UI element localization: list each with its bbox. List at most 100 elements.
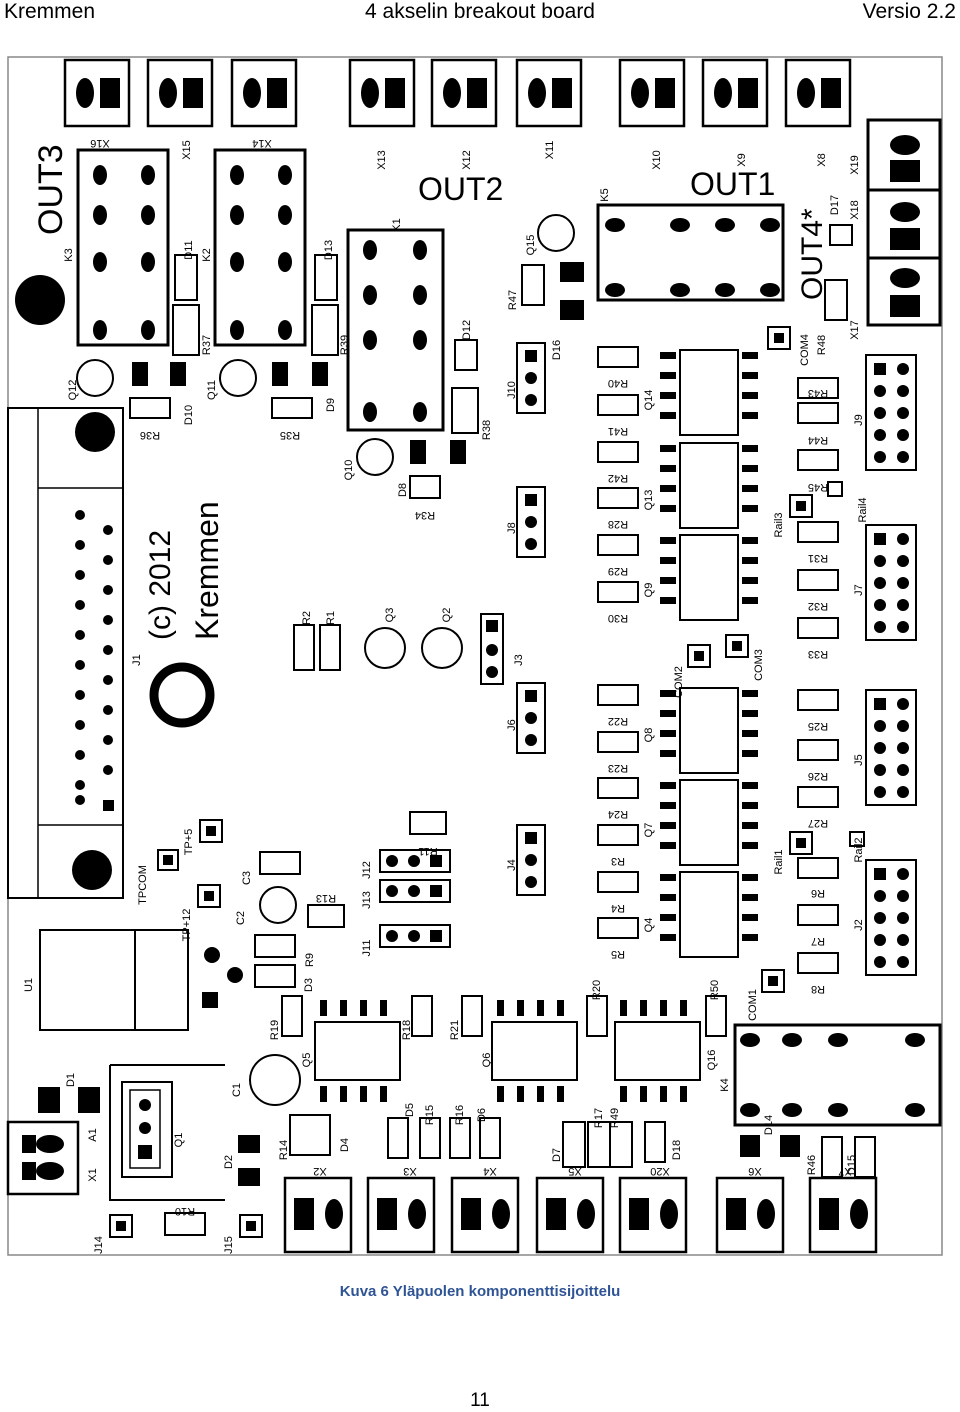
designator-tpcom: TPCOM bbox=[137, 865, 149, 905]
small-headers bbox=[379, 849, 451, 948]
designator-q9: Q9 bbox=[643, 583, 655, 598]
designator-a1: A1 bbox=[87, 1128, 99, 1141]
designator-tp-5: TP+5 bbox=[183, 829, 195, 856]
designator-r44: R44 bbox=[808, 434, 828, 446]
designator-r30: R30 bbox=[608, 612, 628, 624]
designator-d5: D5 bbox=[404, 1103, 416, 1117]
designator-r11: R11 bbox=[418, 845, 437, 857]
designator-r10: R10 bbox=[175, 1205, 195, 1217]
jumper-pins bbox=[486, 350, 537, 888]
designator-x16: X16 bbox=[90, 137, 110, 149]
designator-q12: Q12 bbox=[67, 380, 79, 401]
designator-j6: J6 bbox=[506, 719, 518, 731]
designator-r18: R18 bbox=[401, 1020, 413, 1040]
jumpers bbox=[480, 342, 546, 896]
designator-r38: R38 bbox=[481, 420, 493, 440]
designator-r50: R50 bbox=[709, 980, 721, 1000]
designator-d2: D2 bbox=[223, 1155, 235, 1169]
bottom-connector-pads bbox=[294, 1198, 868, 1230]
figure-caption: Kuva 6 Yläpuolen komponenttisijoittelu bbox=[339, 1283, 621, 1300]
designator-j11: J11 bbox=[361, 940, 373, 957]
designator-x2: X2 bbox=[313, 1165, 326, 1177]
designator-d14: D14 bbox=[763, 1115, 775, 1135]
designator-r6: R6 bbox=[811, 887, 825, 899]
designator-q1: Q1 bbox=[173, 1133, 185, 1148]
designator-j10: J10 bbox=[506, 381, 518, 399]
designator-d18: D18 bbox=[671, 1140, 683, 1160]
designator-r47: R47 bbox=[507, 290, 519, 310]
designator-r13: R13 bbox=[316, 892, 336, 904]
designator-x19: X19 bbox=[849, 155, 861, 175]
designator-r48: R48 bbox=[816, 335, 828, 355]
designator-d16: D16 bbox=[551, 340, 563, 360]
page-number: 11 bbox=[470, 1390, 490, 1411]
designator-d13: D13 bbox=[323, 240, 335, 260]
designator-j12: J12 bbox=[361, 861, 373, 879]
designator-r2: R2 bbox=[301, 611, 313, 625]
designator-r33: R33 bbox=[808, 648, 828, 660]
designator-x12: X12 bbox=[461, 150, 473, 170]
designator-j4: J4 bbox=[506, 859, 518, 871]
designator-r17: R17 bbox=[593, 1108, 605, 1128]
header-left-author: Kremmen bbox=[4, 0, 96, 23]
designator-k2: K2 bbox=[201, 248, 213, 261]
designator-r26: R26 bbox=[808, 770, 828, 782]
designator-j5: J5 bbox=[853, 754, 865, 766]
designator-r19: R19 bbox=[269, 1020, 281, 1040]
designator-x10: X10 bbox=[651, 150, 663, 170]
designator-r16: R16 bbox=[454, 1105, 466, 1125]
designator-d7: D7 bbox=[551, 1148, 563, 1162]
relays bbox=[76, 148, 942, 1127]
designator-r36: R36 bbox=[140, 429, 160, 441]
designator-r5: R5 bbox=[611, 948, 625, 960]
designator-j2: J2 bbox=[853, 919, 865, 931]
designator-q4: Q4 bbox=[643, 918, 655, 933]
designator-r37: R37 bbox=[201, 335, 213, 355]
designator-x15: X15 bbox=[181, 140, 193, 160]
designator-r34: R34 bbox=[415, 509, 435, 521]
designator-r3: R3 bbox=[611, 855, 625, 867]
right-header-pins bbox=[874, 363, 909, 968]
header-version: Versio 2.2 bbox=[862, 0, 956, 23]
silk-out1: OUT1 bbox=[690, 166, 775, 202]
designator-x1: X1 bbox=[87, 1168, 99, 1181]
silk-author: Kremmen bbox=[189, 501, 225, 640]
silk-out4: OUT4* bbox=[796, 208, 829, 300]
designator-q2: Q2 bbox=[441, 608, 453, 623]
designator-r22: R22 bbox=[608, 715, 628, 727]
designator-d9: D9 bbox=[325, 398, 337, 412]
designator-k5: K5 bbox=[599, 188, 611, 201]
designator-d6: D6 bbox=[476, 1108, 488, 1122]
top-connector-pads bbox=[76, 78, 841, 108]
designator-x14: X14 bbox=[252, 137, 272, 149]
smd-resistors bbox=[129, 224, 876, 1236]
designator-r43: R43 bbox=[808, 387, 828, 399]
designator-x3: X3 bbox=[403, 1165, 416, 1177]
input-terminal-x1 bbox=[6, 1120, 80, 1196]
designator-x5: X5 bbox=[568, 1165, 581, 1177]
power-transistor-q1 bbox=[109, 1064, 225, 1201]
pcb-layout-diagram: OUT3 OUT2 OUT1 OUT4* (c) 2012 Kremmen X1… bbox=[6, 56, 943, 1256]
mounting-hole bbox=[15, 275, 65, 325]
designator-j13: J13 bbox=[361, 891, 373, 909]
designator-r23: R23 bbox=[608, 762, 628, 774]
designator-c2: C2 bbox=[235, 911, 247, 925]
designator-d11: D11 bbox=[183, 240, 195, 259]
designator-c1: C1 bbox=[231, 1083, 243, 1097]
designator-c3: C3 bbox=[241, 871, 253, 885]
designator-k1: K1 bbox=[391, 218, 403, 231]
top-connectors bbox=[63, 58, 852, 128]
designator-r32: R32 bbox=[808, 600, 828, 612]
designator-q8: Q8 bbox=[643, 728, 655, 743]
designator-r9: R9 bbox=[304, 953, 316, 967]
designator-r29: R29 bbox=[608, 565, 628, 577]
designator-j3: J3 bbox=[513, 654, 525, 666]
designator-r39: R39 bbox=[339, 335, 351, 355]
designator-q11: Q11 bbox=[206, 380, 218, 400]
diodes bbox=[38, 262, 800, 1186]
designator-r35: R35 bbox=[280, 429, 300, 441]
kremmen-logo bbox=[149, 662, 215, 728]
db25-connector-j1 bbox=[7, 407, 124, 899]
designator-x11: X11 bbox=[544, 141, 556, 160]
